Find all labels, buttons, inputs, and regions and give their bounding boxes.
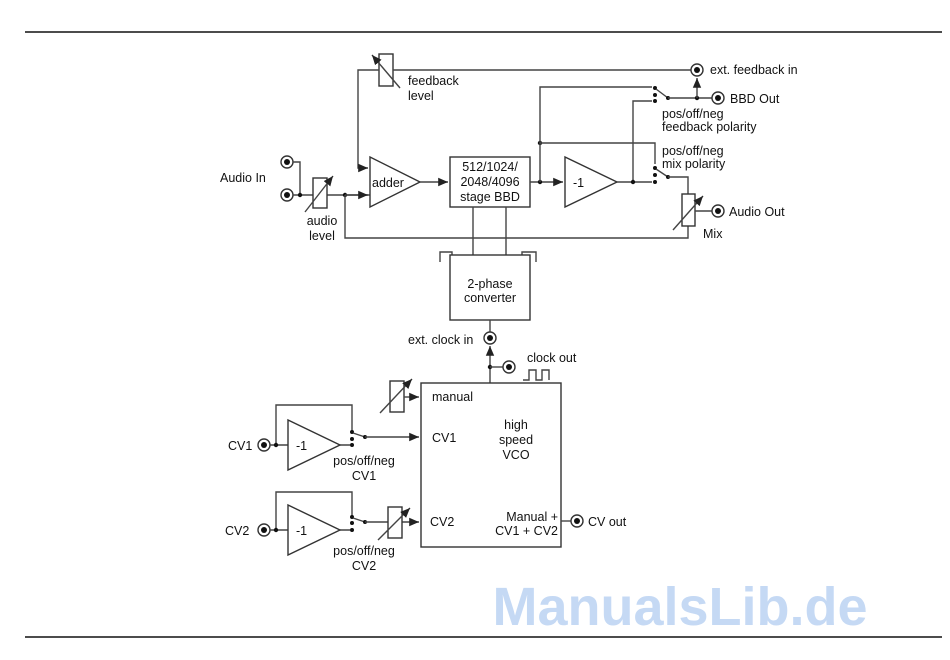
vco-title: high: [504, 418, 528, 432]
bbd-label: 2048/4096: [460, 175, 519, 189]
cv-out-jack: [570, 514, 584, 528]
bbd-out-label: BBD Out: [730, 92, 780, 106]
ext-feedback-in-label: ext. feedback in: [710, 63, 798, 77]
audio-level-pot: [304, 175, 334, 213]
audio-out-label: Audio Out: [729, 205, 785, 219]
feedback-polarity-switch: [653, 86, 670, 103]
feedback-polarity-label: pos/off/neg: [662, 107, 724, 121]
audio-out-jack: [711, 204, 725, 218]
converter-label: 2-phase: [467, 277, 512, 291]
bbd-block: [449, 156, 531, 208]
ext-feedback-in-jack: [690, 63, 704, 77]
ext-clock-in-label: ext. clock in: [408, 333, 473, 347]
mix-polarity-label: mix polarity: [662, 157, 726, 171]
cv1-polarity-switch: [350, 430, 367, 447]
cv1-polarity-label: pos/off/neg: [333, 454, 395, 468]
audio-level-label: level: [309, 229, 335, 243]
inverter-label: -1: [573, 176, 584, 190]
audio-in-jack-2: [280, 188, 294, 202]
cv2-label: CV2: [225, 524, 249, 538]
dry-wire: [344, 195, 689, 239]
vco-block: [420, 382, 562, 548]
manual-pot: [379, 378, 413, 414]
cv2-pot: [377, 506, 411, 541]
cv-out-label: CV out: [588, 515, 627, 529]
vco-title: speed: [499, 433, 533, 447]
vco-manual-label: manual: [432, 390, 473, 404]
feedback-polarity-label: feedback polarity: [662, 120, 757, 134]
wire: [539, 86, 656, 182]
converter-label: converter: [464, 291, 516, 305]
cv2-inverter-label: -1: [296, 524, 307, 538]
adder-block: [369, 155, 422, 209]
bbd-out-jack: [711, 91, 725, 105]
feedback-level-label: feedback: [408, 74, 459, 88]
adder-label: adder: [372, 176, 404, 190]
cv2-inverter: [287, 503, 342, 557]
cv1-inverter: [287, 418, 342, 472]
cv2-jack: [257, 523, 271, 537]
audio-level-label: audio: [307, 214, 338, 228]
clock-out-jack: [502, 360, 516, 374]
audio-in-label: Audio In: [220, 171, 266, 185]
wire: [617, 100, 652, 183]
inverter-block: [564, 155, 619, 209]
mix-pot: [672, 193, 704, 231]
vco-sum-label: Manual +: [506, 510, 558, 524]
bbd-label: 512/1024/: [462, 160, 518, 174]
cv2-polarity-label: CV2: [352, 559, 376, 573]
vco-cv1-label: CV1: [432, 431, 456, 445]
feedback-level-label: level: [408, 89, 434, 103]
cv1-polarity-label: CV1: [352, 469, 376, 483]
cv1-inverter-label: -1: [296, 439, 307, 453]
audio-in-jack-1: [280, 155, 294, 169]
cv2-polarity-label: pos/off/neg: [333, 544, 395, 558]
clock-out-label: clock out: [527, 351, 577, 365]
vco-sum-label: CV1 + CV2: [495, 524, 558, 538]
mix-label: Mix: [703, 227, 723, 241]
cv2-polarity-switch: [350, 515, 367, 532]
wire: [668, 176, 689, 194]
vco-cv2-label: CV2: [430, 515, 454, 529]
converter-block: [449, 254, 531, 321]
clock-out-waveform-icon: [523, 369, 550, 381]
bbd-label: stage BBD: [460, 190, 520, 204]
watermark: ManualsLib.de: [492, 577, 867, 637]
cv1-jack: [257, 438, 271, 452]
ext-clock-in-jack: [483, 331, 497, 345]
mix-polarity-switch: [653, 166, 670, 184]
feedback-level-pot: [371, 53, 401, 89]
cv1-label: CV1: [228, 439, 252, 453]
feedback-wire: [357, 69, 379, 173]
vco-title: VCO: [502, 448, 529, 462]
mix-polarity-label: pos/off/neg: [662, 144, 724, 158]
